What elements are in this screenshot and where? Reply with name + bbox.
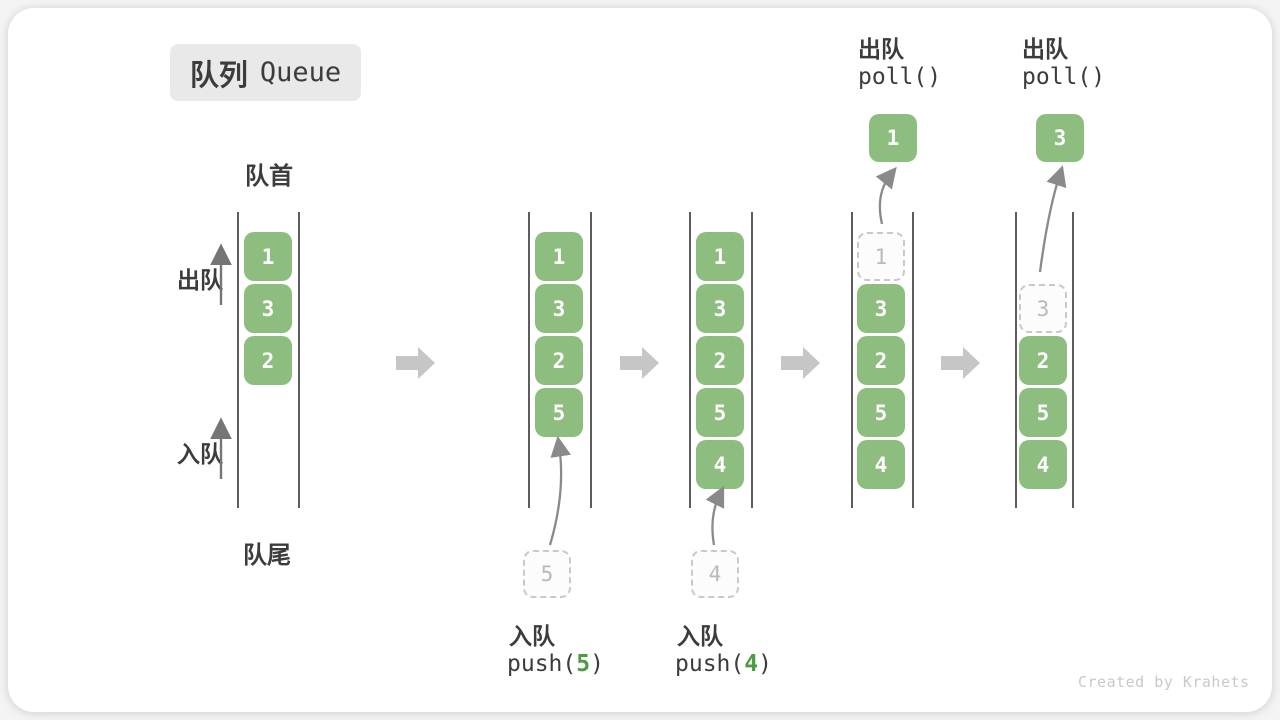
code-fn: push( xyxy=(507,651,577,677)
enqueue-action-label: 入队 xyxy=(677,623,723,649)
queue-cell-removed: 3 xyxy=(1019,284,1067,333)
queue-rail xyxy=(298,212,300,508)
polled-value-cell: 1 xyxy=(869,114,917,162)
queue-cell: 5 xyxy=(1019,388,1067,437)
queue-state-2: 1 3 2 5 xyxy=(535,232,583,437)
dequeue-code-label: poll() xyxy=(858,64,942,90)
queue-cell: 5 xyxy=(857,388,905,437)
title-badge: 队列 Queue xyxy=(170,44,361,101)
code-close: ) xyxy=(590,651,604,677)
dequeue-action-label: 出队 xyxy=(858,36,904,62)
queue-rail xyxy=(237,212,239,508)
queue-cell: 2 xyxy=(696,336,744,385)
queue-rail xyxy=(528,212,530,508)
queue-cell: 1 xyxy=(696,232,744,281)
queue-rail xyxy=(751,212,753,508)
queue-cell: 4 xyxy=(1019,440,1067,489)
code-close: ) xyxy=(758,651,772,677)
transition-arrow-icon xyxy=(781,347,820,379)
queue-cell: 4 xyxy=(857,440,905,489)
enqueue-code-label: push(5) xyxy=(507,651,604,677)
queue-rear-label: 队尾 xyxy=(243,542,291,569)
enqueue-arrow-icon xyxy=(705,485,725,546)
queue-rail xyxy=(1015,212,1017,508)
title-zh: 队列 xyxy=(189,59,248,92)
dequeue-arrow-icon xyxy=(875,166,897,225)
queue-cell: 2 xyxy=(857,336,905,385)
queue-state-4: 1 3 2 5 4 xyxy=(857,232,905,489)
queue-rail xyxy=(912,212,914,508)
queue-cell: 4 xyxy=(696,440,744,489)
enqueue-code-label: push(4) xyxy=(675,651,772,677)
transition-arrow-icon xyxy=(620,347,659,379)
queue-cell: 3 xyxy=(696,284,744,333)
queue-cell: 2 xyxy=(535,336,583,385)
ghost-incoming-value: 5 xyxy=(523,550,571,598)
queue-cell: 3 xyxy=(244,284,292,333)
queue-cell: 1 xyxy=(244,232,292,281)
enqueue-side-label: 入队 xyxy=(177,441,223,467)
queue-cell: 2 xyxy=(244,336,292,385)
polled-value-cell: 3 xyxy=(1036,114,1084,162)
queue-rail xyxy=(1072,212,1074,508)
code-fn: push( xyxy=(675,651,745,677)
queue-cell-removed: 1 xyxy=(857,232,905,281)
queue-rail xyxy=(590,212,592,508)
enqueue-arrow-icon xyxy=(548,435,571,546)
queue-cell: 5 xyxy=(696,388,744,437)
queue-state-5: 3 2 5 4 xyxy=(1019,284,1067,489)
queue-cell: 3 xyxy=(535,284,583,333)
dequeue-action-label: 出队 xyxy=(1022,36,1068,62)
credit-text: Created by Krahets xyxy=(1078,673,1250,691)
code-arg: 5 xyxy=(576,651,591,677)
up-arrow-icon xyxy=(210,417,232,479)
queue-cell: 5 xyxy=(535,388,583,437)
queue-cell: 2 xyxy=(1019,336,1067,385)
ghost-incoming-value: 4 xyxy=(691,550,739,598)
queue-cell: 3 xyxy=(857,284,905,333)
dequeue-arrow-icon xyxy=(1038,165,1067,273)
queue-state-1: 1 3 2 xyxy=(244,232,292,385)
queue-front-label: 队首 xyxy=(245,163,293,190)
code-arg: 4 xyxy=(744,651,759,677)
dequeue-side-label: 出队 xyxy=(177,267,223,293)
dequeue-code-label: poll() xyxy=(1022,64,1106,90)
queue-rail xyxy=(689,212,691,508)
queue-cell: 1 xyxy=(535,232,583,281)
title-en: Queue xyxy=(259,57,342,88)
transition-arrow-icon xyxy=(396,347,435,379)
enqueue-action-label: 入队 xyxy=(509,623,555,649)
transition-arrow-icon xyxy=(941,347,980,379)
queue-rail xyxy=(851,212,853,508)
queue-state-3: 1 3 2 5 4 xyxy=(696,232,744,489)
up-arrow-icon xyxy=(210,243,232,305)
